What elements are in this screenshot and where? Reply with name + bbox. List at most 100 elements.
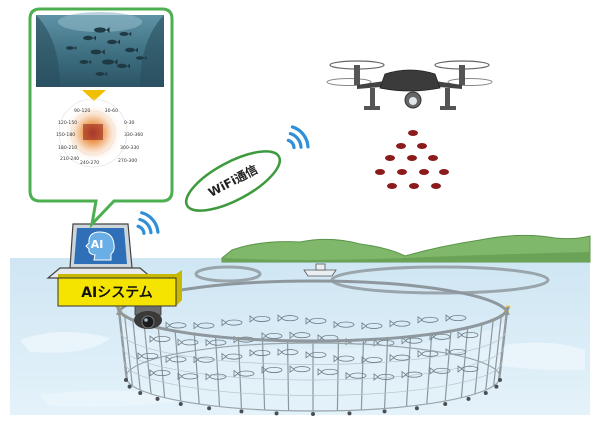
- cage-post: [237, 338, 243, 409]
- wifi-arc: [286, 138, 296, 150]
- sonar-tick-label: 150-180: [56, 132, 75, 138]
- cage-weight: [443, 402, 448, 407]
- ai-system-box: AIシステム: [57, 270, 182, 307]
- fish-icon: [165, 321, 187, 330]
- wifi-arc: [288, 132, 303, 149]
- fish-icon: [107, 39, 120, 45]
- cage-post: [286, 340, 290, 411]
- laptop-icon: AI: [46, 223, 154, 279]
- fish-icon: [373, 373, 395, 381]
- fish-icon: [149, 335, 171, 343]
- cage-post: [493, 315, 502, 386]
- cage-post: [426, 333, 433, 405]
- land-shadow: [222, 252, 590, 262]
- fish-icon: [83, 35, 96, 41]
- wifi-label: WiFi通信: [184, 150, 282, 212]
- fish-icon: [249, 315, 271, 323]
- wifi-arc: [140, 211, 160, 234]
- cage-post: [360, 339, 365, 410]
- cage-post: [117, 306, 127, 378]
- fish-icon: [119, 31, 132, 37]
- fish-icon: [95, 71, 108, 77]
- fish-icon: [333, 354, 355, 363]
- fish-cage-icon: [115, 279, 511, 416]
- detection-marker: [408, 130, 418, 136]
- fish-icon: [333, 320, 355, 329]
- detection-marker: [428, 155, 438, 161]
- fish-icon: [149, 369, 171, 377]
- fish-icon: [305, 351, 327, 359]
- cage-weight: [466, 396, 471, 401]
- detection-marker: [375, 169, 385, 175]
- cage-weight: [311, 412, 315, 416]
- cage-post: [157, 327, 166, 398]
- fish-icon: [457, 331, 479, 339]
- detection-markers: [375, 130, 449, 189]
- fish-icon: [445, 314, 467, 322]
- ai-system-label: AIシステム: [81, 285, 153, 301]
- detection-marker: [387, 183, 397, 189]
- cage-weight: [239, 409, 244, 414]
- fish-icon: [277, 314, 299, 322]
- ai-logo-text: AI: [91, 238, 104, 251]
- fish-icon: [417, 316, 439, 324]
- cage-post: [383, 338, 389, 409]
- cage-post: [119, 311, 129, 382]
- fish-icon: [417, 350, 439, 358]
- cage-bottom-ring: [125, 342, 501, 412]
- underwater-camera-view: [36, 12, 164, 87]
- fish-icon: [249, 349, 271, 357]
- cage-post: [174, 330, 182, 402]
- fish-icon: [233, 369, 255, 378]
- wifi-arc: [290, 125, 310, 149]
- cage-weight: [483, 391, 488, 396]
- fish-icon: [361, 356, 383, 364]
- fish-icon: [289, 331, 311, 339]
- fish-icon: [177, 372, 199, 381]
- cage-weight: [347, 411, 352, 416]
- cage-post: [336, 340, 340, 411]
- fish-icon: [289, 365, 311, 373]
- fish-icon: [90, 49, 105, 55]
- fish-icon: [177, 338, 199, 347]
- cage-weight: [138, 391, 143, 396]
- sonar-tick-label: 210-240: [60, 156, 79, 162]
- fish-icon: [277, 348, 299, 356]
- fish-icon: [305, 317, 327, 325]
- fish-icon: [102, 59, 118, 65]
- cage-weight: [178, 402, 183, 407]
- cage-post: [444, 330, 452, 402]
- fish-icon: [221, 352, 243, 361]
- cage-post: [143, 323, 152, 395]
- detection-marker: [431, 183, 441, 189]
- sonar-tick-label: 270-300: [118, 158, 137, 164]
- fish-icon: [361, 322, 383, 330]
- fish-school: [66, 27, 147, 77]
- fish-icon: [79, 59, 92, 65]
- cage-post: [193, 333, 200, 405]
- arrow-down-icon: [82, 90, 106, 101]
- detection-marker: [385, 155, 395, 161]
- fish-icon: [429, 367, 451, 375]
- fish-icon: [94, 27, 110, 33]
- sonar-tick-label: 90-120: [74, 108, 90, 114]
- cage-weight: [155, 396, 160, 401]
- detection-marker: [407, 155, 417, 161]
- cage-post: [261, 339, 266, 410]
- fish-icon: [345, 371, 367, 380]
- fish-icon: [125, 47, 138, 53]
- fish-icon: [261, 332, 283, 340]
- sea-highlight-left: [20, 331, 110, 353]
- detection-marker: [409, 183, 419, 189]
- fish-icon: [389, 353, 411, 362]
- fish-icon: [205, 372, 227, 381]
- cage-post: [497, 311, 507, 382]
- sonar-tick-label: 120-150: [58, 120, 77, 126]
- cage-post: [124, 315, 133, 386]
- detection-marker: [417, 143, 427, 149]
- cage-post: [460, 327, 469, 398]
- cage-weight: [494, 384, 499, 389]
- cage-weight: [124, 378, 128, 382]
